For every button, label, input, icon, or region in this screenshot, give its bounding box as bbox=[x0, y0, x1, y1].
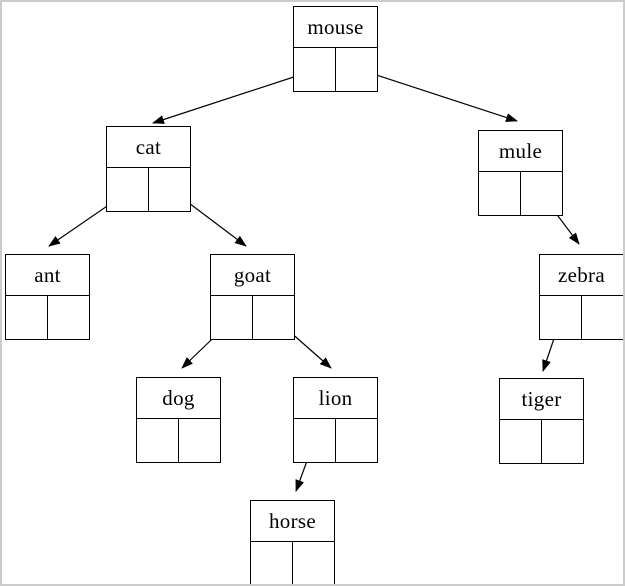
pointer-cells bbox=[539, 296, 623, 340]
left-pointer-cell bbox=[479, 172, 520, 215]
node-label: cat bbox=[106, 126, 191, 168]
tree-node-mule: mule bbox=[478, 130, 563, 216]
node-label: goat bbox=[210, 254, 295, 296]
tree-node-tiger: tiger bbox=[499, 378, 584, 464]
right-pointer-cell bbox=[252, 296, 294, 339]
left-pointer-cell bbox=[6, 296, 47, 339]
right-pointer-cell bbox=[581, 296, 623, 339]
node-label: horse bbox=[250, 500, 335, 542]
pointer-cells bbox=[106, 168, 191, 212]
pointer-cells bbox=[250, 542, 335, 584]
tree-node-horse: horse bbox=[250, 500, 335, 584]
tree-node-dog: dog bbox=[136, 377, 221, 463]
tree-node-lion: lion bbox=[293, 377, 378, 463]
left-pointer-cell bbox=[211, 296, 252, 339]
right-pointer-cell bbox=[148, 168, 190, 211]
pointer-cells bbox=[478, 172, 563, 216]
node-label: mouse bbox=[293, 6, 378, 48]
pointer-cells bbox=[293, 48, 378, 92]
tree-node-mouse: mouse bbox=[293, 6, 378, 92]
left-pointer-cell bbox=[540, 296, 581, 339]
left-pointer-cell bbox=[251, 542, 292, 584]
right-pointer-cell bbox=[292, 542, 334, 584]
tree-node-cat: cat bbox=[106, 126, 191, 212]
pointer-cells bbox=[210, 296, 295, 340]
node-label: dog bbox=[136, 377, 221, 419]
tree-node-zebra: zebra bbox=[539, 254, 623, 340]
left-pointer-cell bbox=[107, 168, 148, 211]
left-pointer-cell bbox=[137, 419, 178, 462]
tree-node-goat: goat bbox=[210, 254, 295, 340]
edge-mouse-right-mule bbox=[354, 67, 518, 122]
right-pointer-cell bbox=[541, 420, 583, 463]
node-label: mule bbox=[478, 130, 563, 172]
pointer-cells bbox=[136, 419, 221, 463]
right-pointer-cell bbox=[335, 419, 377, 462]
right-pointer-cell bbox=[47, 296, 89, 339]
right-pointer-cell bbox=[335, 48, 377, 91]
edge-mouse-left-cat bbox=[152, 69, 316, 124]
tree-node-ant: ant bbox=[5, 254, 90, 340]
node-label: tiger bbox=[499, 378, 584, 420]
left-pointer-cell bbox=[500, 420, 541, 463]
left-pointer-cell bbox=[294, 419, 335, 462]
pointer-cells bbox=[5, 296, 90, 340]
left-pointer-cell bbox=[294, 48, 335, 91]
right-pointer-cell bbox=[178, 419, 220, 462]
pointer-cells bbox=[293, 419, 378, 463]
node-label: lion bbox=[293, 377, 378, 419]
pointer-cells bbox=[499, 420, 584, 464]
node-label: ant bbox=[5, 254, 90, 296]
right-pointer-cell bbox=[520, 172, 562, 215]
node-label: zebra bbox=[539, 254, 623, 296]
